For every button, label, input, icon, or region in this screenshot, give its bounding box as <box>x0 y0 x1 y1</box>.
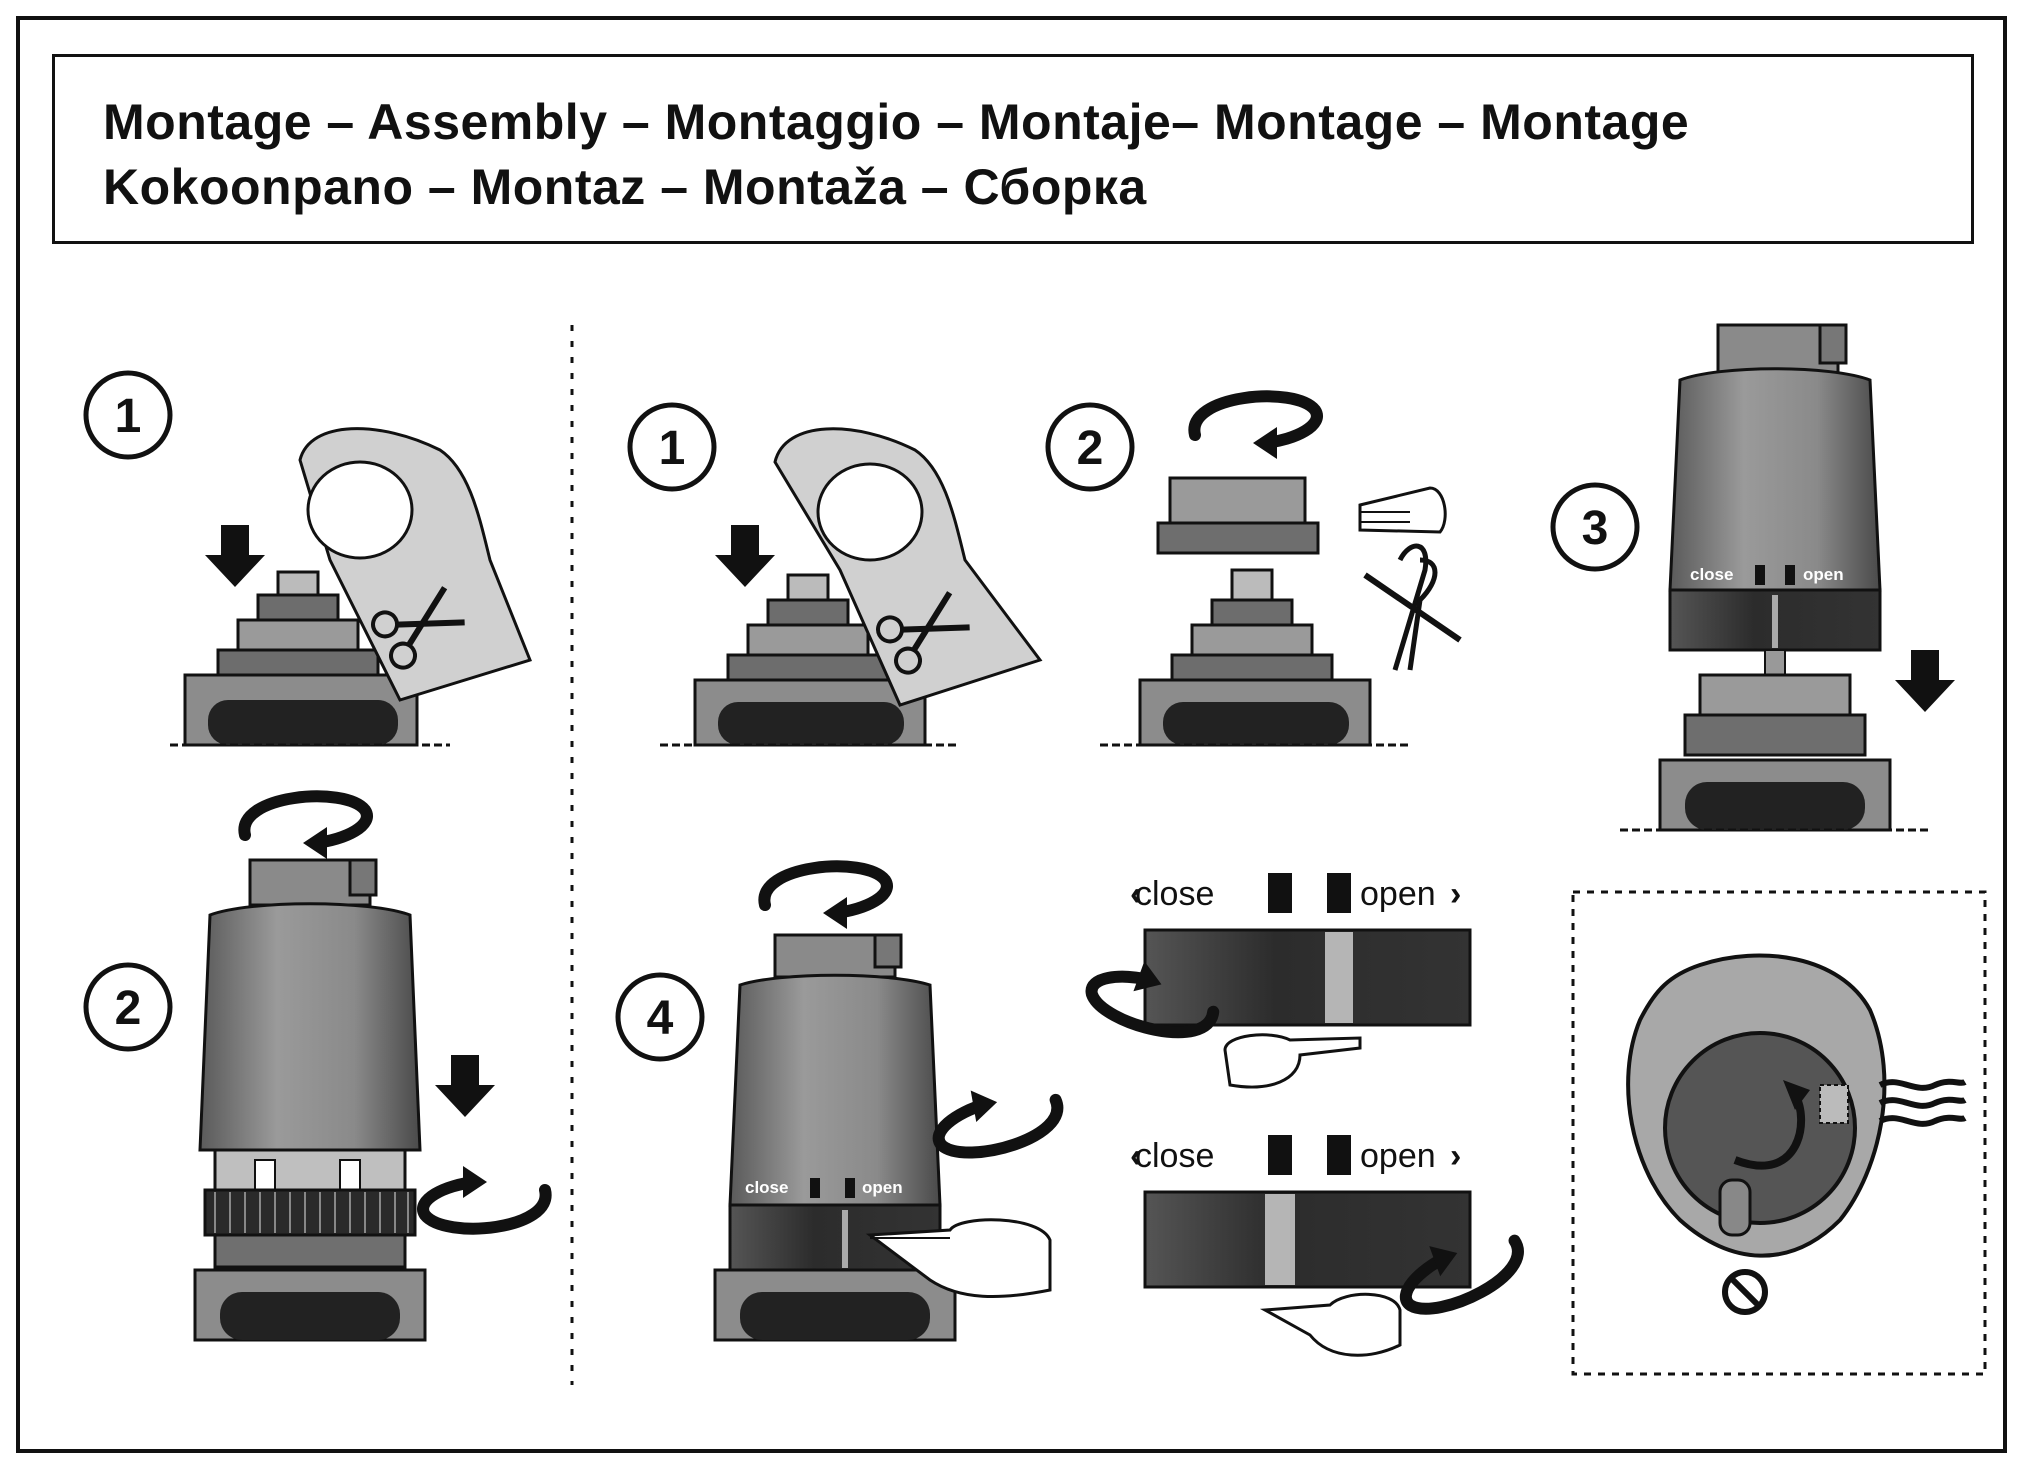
chevron-right-icon: › <box>1450 1137 1461 1175</box>
arrow-down-icon <box>1895 650 1955 712</box>
rotate-arrow-icon <box>764 866 887 929</box>
hand-icon <box>1223 1033 1362 1089</box>
scale-open-label: open <box>862 1178 903 1197</box>
step-circle <box>83 370 173 460</box>
step-number: 1 <box>659 422 686 475</box>
rotate-arrow-icon <box>1194 396 1317 459</box>
scale-close-label: close <box>745 1178 788 1197</box>
title-box: Montage – Assembly – Montaggio – Montaje… <box>52 54 1974 244</box>
scale-close-label: close <box>1690 565 1733 584</box>
step-circle <box>83 962 173 1052</box>
step-number: 4 <box>647 992 674 1045</box>
left-step1: 1 <box>83 370 532 747</box>
right-step1: 1 <box>627 402 1043 747</box>
scissors-icon <box>876 591 970 675</box>
scale-close-label: close <box>1135 875 1214 913</box>
step-circle <box>1550 482 1640 572</box>
step-number: 1 <box>115 390 142 443</box>
title-line-2: Kokoonpano – Montaz – Montaža – Сборка <box>103 159 1147 215</box>
step-number: 2 <box>1077 422 1104 475</box>
hand-icon <box>1259 1292 1402 1357</box>
scale-strip-open: close ‹ open › <box>1130 1135 1528 1357</box>
step-number: 2 <box>115 982 142 1035</box>
chevron-left-icon: ‹ <box>1130 1137 1141 1175</box>
scale-open-label: open <box>1803 565 1844 584</box>
rotate-arrow-icon <box>244 796 367 859</box>
pliers-icon <box>1363 543 1462 671</box>
hand-icon <box>1358 486 1447 534</box>
chevron-right-icon: › <box>1450 875 1461 913</box>
step-circle <box>615 972 705 1062</box>
right-step2: 2 <box>1045 396 1462 747</box>
scale-open-label: open <box>1360 1137 1436 1175</box>
arrow-down-icon <box>435 1055 495 1117</box>
step-circle <box>1045 402 1135 492</box>
scale-close-label: close <box>1135 1137 1214 1175</box>
no-symbol-icon <box>1722 1269 1768 1315</box>
rotate-arrow-icon <box>931 1076 1063 1159</box>
title-line-1: Montage – Assembly – Montaggio – Montaje… <box>103 94 1690 150</box>
chevron-left-icon: ‹ <box>1130 875 1141 913</box>
heat-waves-icon <box>1878 1078 1967 1127</box>
step-number: 3 <box>1582 502 1609 555</box>
right-step4: 4 close open close ‹ open › <box>615 866 1528 1357</box>
rotate-arrow-icon <box>423 1166 546 1229</box>
arrow-down-icon <box>715 525 775 587</box>
scissors-icon <box>371 586 465 670</box>
left-step2: 2 <box>83 796 546 1342</box>
hand-icon <box>865 1218 1052 1299</box>
scale-strip-close: close ‹ open › <box>1085 873 1472 1089</box>
arrow-down-icon <box>205 525 265 587</box>
step-circle <box>627 402 717 492</box>
scale-open-label: open <box>1360 875 1436 913</box>
right-step3: 3 close open <box>1550 323 1955 832</box>
inset-top-view <box>1571 890 1987 1376</box>
